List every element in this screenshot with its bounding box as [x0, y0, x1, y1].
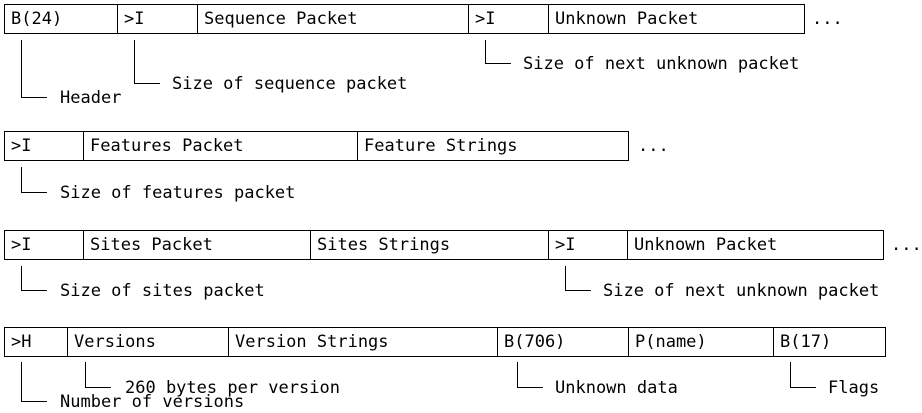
cell-feature-strings: Feature Strings [357, 131, 629, 161]
cell-b706: B(706) [497, 327, 629, 357]
callout-label-flags: Flags [828, 378, 880, 398]
callout-line-version-count [21, 362, 47, 402]
packet-row-versions: >H Versions Version Strings B(706) P(nam… [4, 327, 886, 357]
cell-features-size: >I [4, 131, 84, 161]
cell-next-size: >I [468, 4, 549, 34]
callout-label-sites-next-unknown-size: Size of next unknown packet [603, 281, 880, 301]
cell-header-b24: B(24) [4, 4, 118, 34]
cell-sequence-packet: Sequence Packet [197, 4, 469, 34]
cell-next-size: >I [548, 230, 628, 260]
cell-sites-size: >I [4, 230, 84, 260]
cell-features-packet: Features Packet [83, 131, 358, 161]
callout-line-header [21, 40, 47, 98]
callout-label-sites-size: Size of sites packet [60, 281, 265, 301]
cell-sites-strings: Sites Strings [310, 230, 549, 260]
callout-line-bytes-per-version [85, 362, 111, 388]
continuation-ellipsis: ... [812, 9, 843, 29]
cell-p-name: P(name) [628, 327, 774, 357]
callout-line-features-size [21, 167, 47, 193]
callout-label-unknown-data: Unknown data [555, 378, 678, 398]
callout-label-next-unknown-size: Size of next unknown packet [523, 54, 800, 74]
callout-line-flags [790, 362, 816, 388]
callout-line-sites-size [21, 266, 47, 291]
callout-label-header: Header [60, 88, 122, 108]
packet-row-header: B(24) >I Sequence Packet >I Unknown Pack… [4, 4, 805, 34]
callout-label-features-size: Size of features packet [60, 183, 296, 203]
callout-line-unknown-data [517, 362, 543, 388]
cell-unknown-packet: Unknown Packet [548, 4, 805, 34]
cell-version-count: >H [4, 327, 68, 357]
callout-label-version-count: Number of versions [60, 392, 245, 412]
packet-row-features: >I Features Packet Feature Strings [4, 131, 629, 161]
callout-label-sequence-size: Size of sequence packet [172, 74, 408, 94]
callout-line-next-unknown-size [485, 40, 511, 64]
cell-b17: B(17) [773, 327, 886, 357]
cell-sequence-size: >I [117, 4, 198, 34]
cell-unknown-packet: Unknown Packet [627, 230, 884, 260]
callout-line-sequence-size [134, 40, 160, 84]
cell-version-strings: Version Strings [228, 327, 498, 357]
cell-versions: Versions [67, 327, 229, 357]
packet-row-sites: >I Sites Packet Sites Strings >I Unknown… [4, 230, 884, 260]
callout-label-bytes-per-version: 260 bytes per version [125, 378, 340, 398]
continuation-ellipsis: ... [638, 136, 669, 156]
cell-sites-packet: Sites Packet [83, 230, 311, 260]
continuation-ellipsis: ... [891, 235, 922, 255]
callout-line-sites-next-unknown-size [565, 266, 591, 291]
